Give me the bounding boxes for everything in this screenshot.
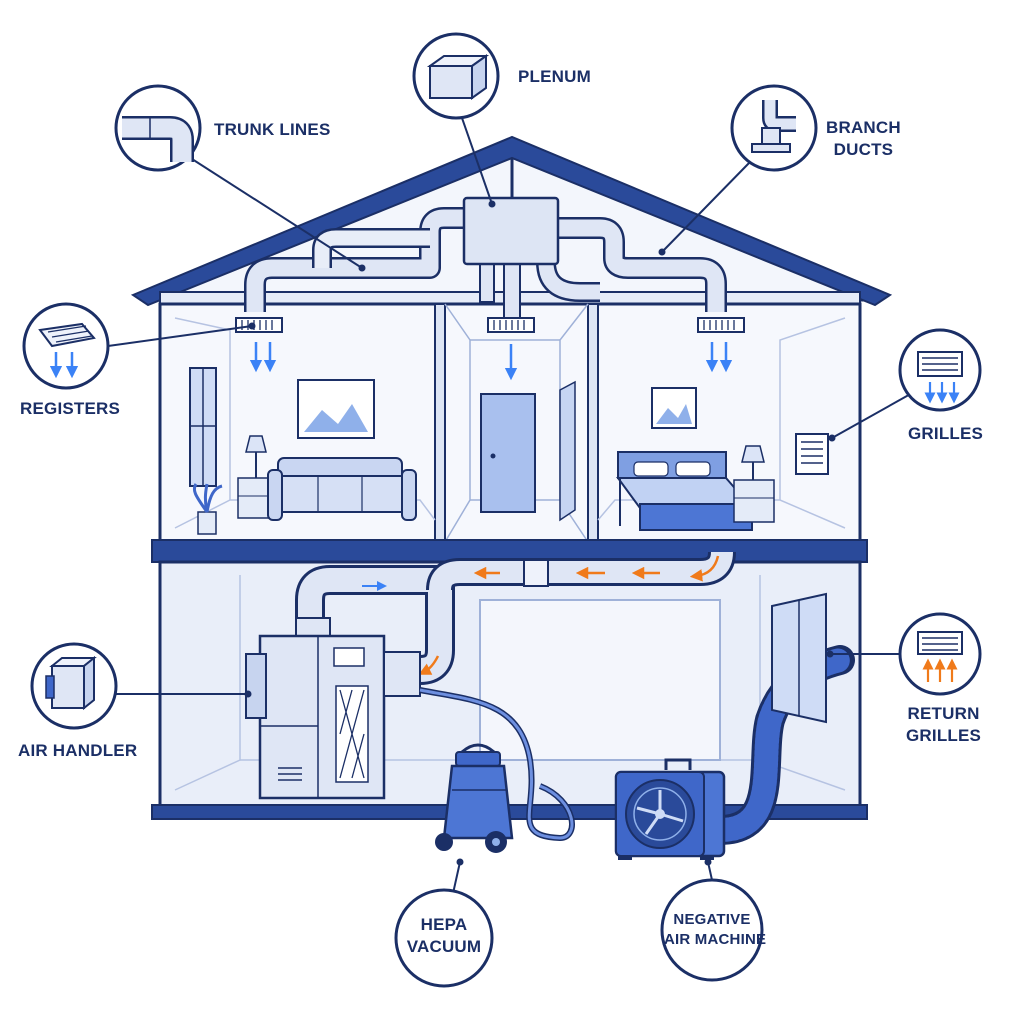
plant-pot [197, 511, 217, 535]
register-hall [487, 317, 535, 333]
branch-ducts-icon [730, 84, 818, 172]
lamp-left [245, 435, 267, 453]
registers-label: REGISTERS [20, 399, 121, 418]
grilles-label: GRILLES [908, 424, 984, 443]
register-right [697, 317, 745, 333]
plenum-box [462, 196, 560, 266]
back-wall-panel [479, 599, 721, 761]
trunk-lines-label: TRUNK LINES [214, 120, 331, 139]
register-left [235, 317, 283, 333]
divider-left [434, 303, 446, 543]
hallway [480, 380, 576, 522]
side-door [559, 380, 576, 522]
plenum-icon [412, 32, 500, 120]
plenum-label: PLENUM [518, 67, 591, 86]
negative-air-icon [660, 878, 764, 982]
return-ductwork [295, 551, 736, 685]
living-room [189, 367, 417, 535]
wall-grille [795, 433, 829, 475]
air-handler-unit [245, 617, 421, 800]
trunk-lines-icon [114, 84, 202, 172]
hall-door [480, 393, 536, 513]
side-table-left [237, 477, 273, 519]
hall-perspective-left [444, 303, 471, 543]
vacuum-canister [442, 764, 514, 840]
hepa-vacuum-unit [419, 687, 575, 853]
registers-icon [22, 302, 110, 390]
air-handler-label: AIR HANDLER [18, 741, 138, 760]
lamp-right [741, 445, 765, 463]
attic-ductwork [235, 196, 745, 381]
lower-window [771, 592, 827, 724]
grilles-icon [898, 328, 982, 412]
callout-dots [244, 200, 836, 866]
roof [130, 135, 893, 307]
air-handler-icon [30, 642, 118, 730]
supply-airflow-arrows [249, 342, 733, 381]
bedroom [616, 387, 829, 531]
hepa-vacuum-icon [394, 888, 494, 988]
return-airflow-arrows [418, 555, 720, 675]
nightstand [733, 479, 775, 523]
return-grilles-icon [898, 612, 982, 696]
divider-right [587, 303, 599, 543]
